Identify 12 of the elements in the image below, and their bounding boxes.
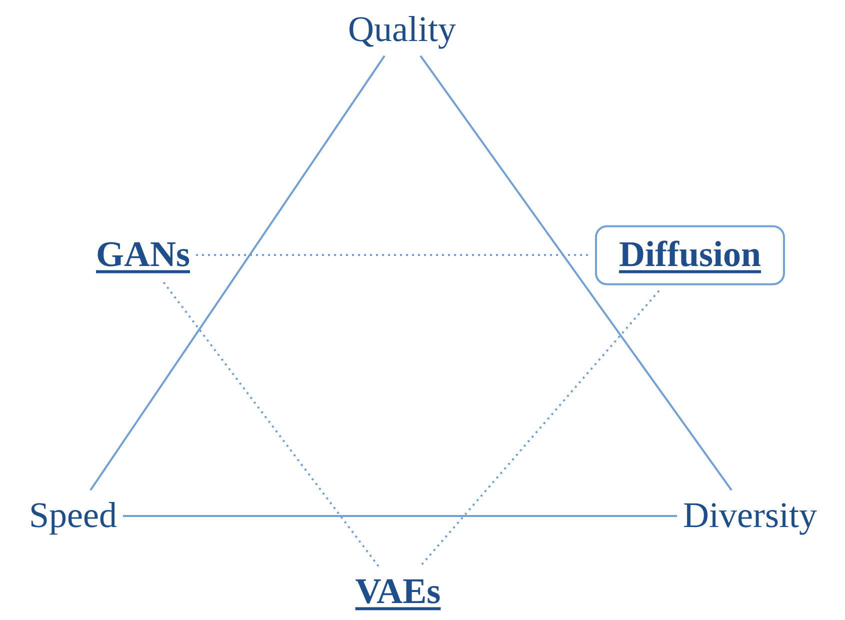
dotted-line <box>162 280 380 567</box>
triangle-side <box>420 55 732 491</box>
dotted-line <box>196 254 589 256</box>
model-label: VAEs <box>355 572 441 612</box>
dotted-line <box>420 290 660 567</box>
model-label: GANs <box>96 235 190 275</box>
vertex-label: Diversity <box>683 496 817 536</box>
triangle-side <box>123 515 677 517</box>
vertex-label: Speed <box>29 496 117 536</box>
highlighted-model-box: Diffusion <box>594 225 786 285</box>
vertex-label: Quality <box>348 10 456 50</box>
triangle-side <box>90 55 386 491</box>
